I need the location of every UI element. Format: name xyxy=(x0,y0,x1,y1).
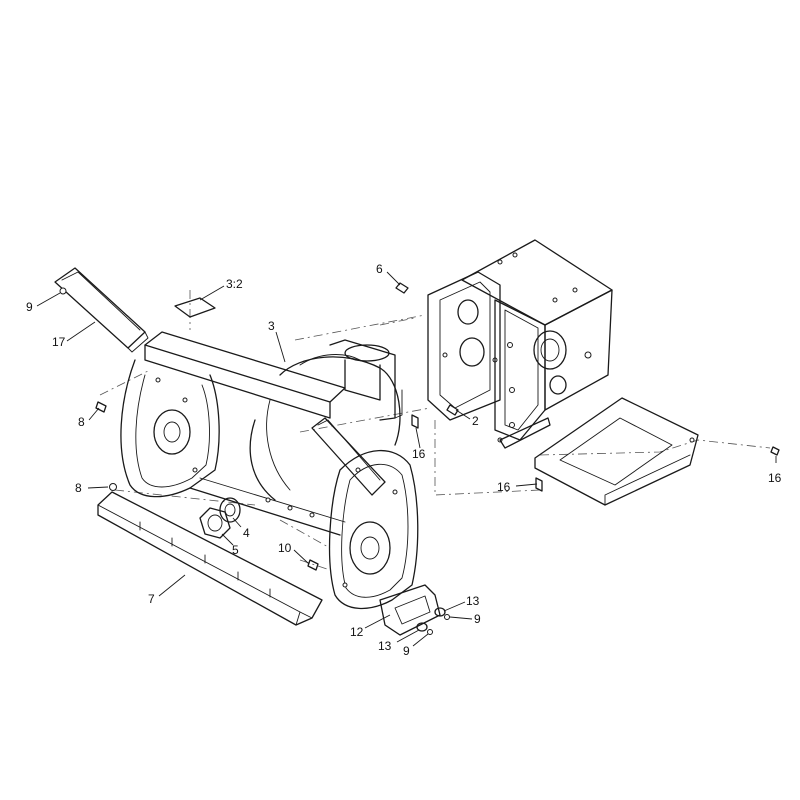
callout-10: 10 xyxy=(278,541,292,555)
callout-7: 7 xyxy=(148,592,155,606)
callout-3-2: 3:2 xyxy=(226,277,243,291)
callout-12: 12 xyxy=(350,625,364,639)
part-3-2-decal xyxy=(174,297,216,318)
part-4-bearing xyxy=(219,497,241,523)
scraper-bar-slots xyxy=(139,521,271,598)
callout-13: 13 xyxy=(466,594,480,608)
part-16-bolts xyxy=(411,414,780,492)
callout-9: 9 xyxy=(26,300,33,314)
part-7-scraper-bar xyxy=(97,491,323,626)
part-5-bearing-flange xyxy=(199,507,231,539)
callout-5: 5 xyxy=(232,543,239,557)
callout-4: 4 xyxy=(243,526,250,540)
callout-3: 3 xyxy=(268,319,275,333)
leader-lines xyxy=(36,271,777,647)
callout-9: 9 xyxy=(403,644,410,658)
callout-8: 8 xyxy=(78,415,85,429)
assembly-lines xyxy=(99,290,771,571)
part-6-bolt xyxy=(395,282,409,294)
part-10-bolt xyxy=(307,559,319,571)
callout-9: 9 xyxy=(474,612,481,626)
part-8-bolts xyxy=(95,401,117,491)
callout-8: 8 xyxy=(75,481,82,495)
part-17-handle xyxy=(54,267,149,353)
skid-plate xyxy=(534,397,699,506)
callout-2: 2 xyxy=(472,414,479,428)
part-3-auger-housing xyxy=(120,331,419,610)
callout-6: 6 xyxy=(376,262,383,276)
callout-16: 16 xyxy=(412,447,426,461)
part-2-bolt xyxy=(446,404,459,416)
gearbox-frame xyxy=(427,239,613,449)
callout-labels: 9 17 3:2 3 6 2 16 16 16 8 8 4 5 10 7 12 … xyxy=(26,262,782,658)
callout-13: 13 xyxy=(378,639,392,653)
callout-16: 16 xyxy=(768,471,782,485)
washers-and-nuts xyxy=(416,607,450,635)
callout-16: 16 xyxy=(497,480,511,494)
callout-17: 17 xyxy=(52,335,66,349)
part-12-skid-shoe xyxy=(379,584,441,636)
